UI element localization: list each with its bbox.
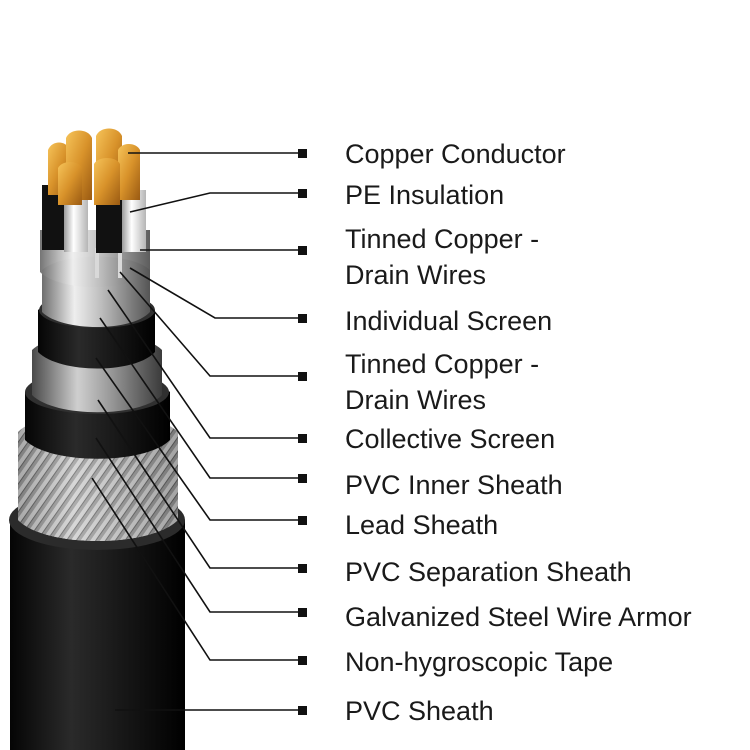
label-tinned-copper-drain-wires-2: Tinned Copper - Drain Wires	[345, 349, 540, 415]
leader-lines	[91, 152, 302, 711]
copper-conductors	[48, 128, 140, 205]
label-tinned-copper-drain-wires-1: Tinned Copper - Drain Wires	[345, 224, 540, 290]
leader-markers	[298, 149, 307, 715]
label-pvc-sheath: PVC Sheath	[345, 696, 494, 726]
label-galvanized-steel-wire-armor: Galvanized Steel Wire Armor	[345, 602, 692, 632]
label-pe-insulation: PE Insulation	[345, 180, 505, 210]
label-non-hygroscopic-tape: Non-hygroscopic Tape	[345, 647, 614, 677]
label-collective-screen: Collective Screen	[345, 424, 556, 454]
label-lead-sheath: Lead Sheath	[345, 510, 499, 540]
label-pvc-separation-sheath: PVC Separation Sheath	[345, 557, 632, 587]
label-pvc-inner-sheath: PVC Inner Sheath	[345, 470, 563, 500]
label-individual-screen: Individual Screen	[345, 306, 553, 336]
label-copper-conductor: Copper Conductor	[345, 139, 566, 169]
